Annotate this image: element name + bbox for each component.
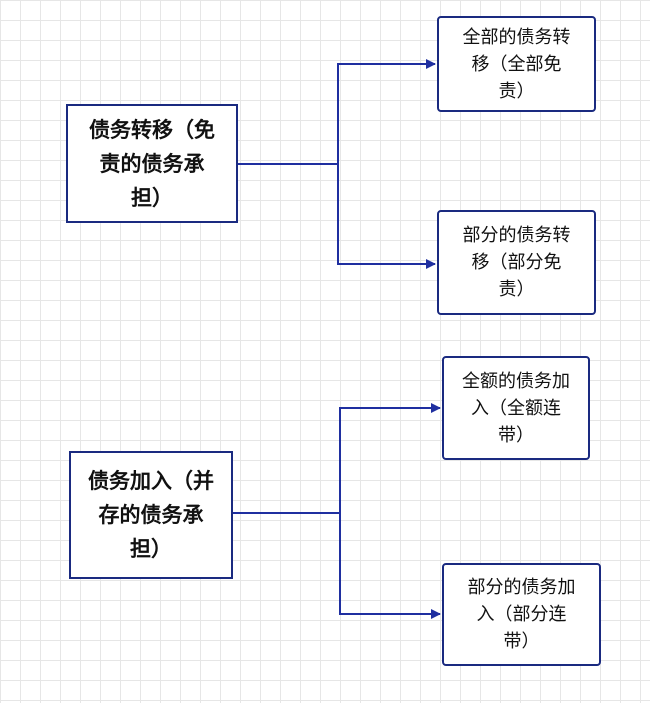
node-debt-transfer-label: 债务转移（免责的债务承担） <box>89 117 215 210</box>
node-debt-joinder-label: 债务加入（并存的债务承担） <box>88 469 214 561</box>
node-debt-joinder: 债务加入（并存的债务承担） <box>69 451 233 579</box>
connector-join-to-partial <box>339 513 441 619</box>
node-partial-debt-joinder: 部分的债务加入（部分连带） <box>442 563 601 666</box>
node-full-debt-transfer-label: 全部的债务转移（全部免责） <box>462 26 571 102</box>
connector-join-to-full <box>233 403 441 514</box>
connector-transfer-to-partial <box>337 164 436 269</box>
connector-transfer-to-full <box>238 59 436 165</box>
node-full-debt-transfer: 全部的债务转移（全部免责） <box>437 16 596 112</box>
node-partial-debt-transfer-label: 部分的债务转移（部分免责） <box>462 225 571 300</box>
node-partial-debt-transfer: 部分的债务转移（部分免责） <box>437 210 596 315</box>
node-full-debt-joinder-label: 全额的债务加入（全额连带） <box>462 370 570 446</box>
node-partial-debt-joinder-label: 部分的债务加入（部分连带） <box>467 577 576 652</box>
node-full-debt-joinder: 全额的债务加入（全额连带） <box>442 356 590 460</box>
node-debt-transfer: 债务转移（免责的债务承担） <box>66 104 238 223</box>
